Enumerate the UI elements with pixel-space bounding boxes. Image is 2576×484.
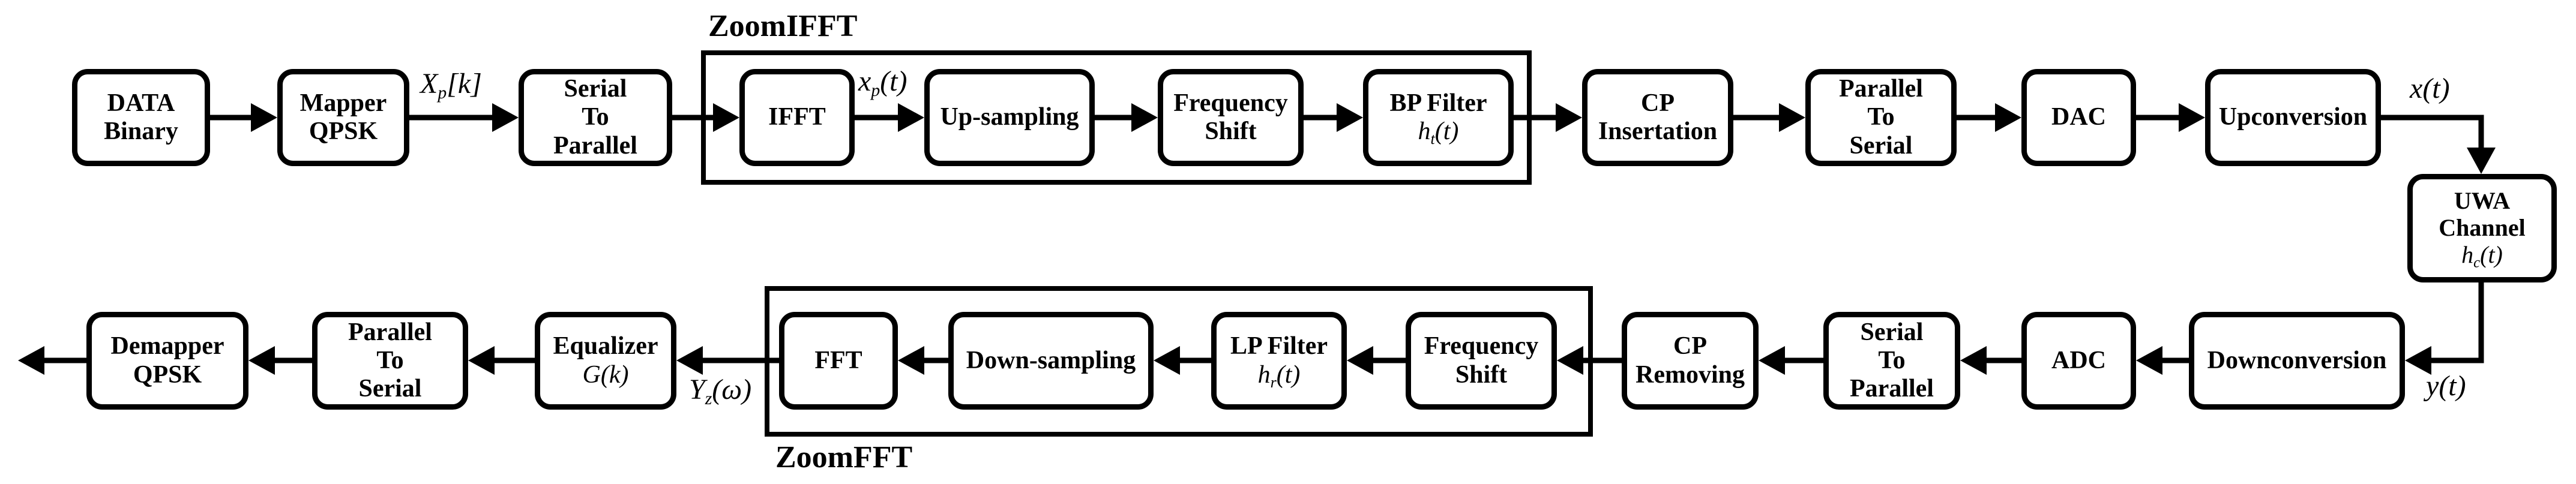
block-uwa-channel: UWA Channel hc(t) [2407,174,2557,282]
block-line: FFT [814,346,862,374]
block-line: Frequency [1173,89,1288,117]
block-line: Binary [104,118,178,145]
block-dac: DAC [2021,69,2136,166]
block-parallel-to-serial-tx: Parallel To Serial [1805,69,1957,166]
block-frequency-shift-rx: Frequency Shift [1406,312,1557,410]
block-line: QPSK [133,360,202,389]
arrow-mapper-to-s2p [409,103,519,132]
zoomifft-label: ZoomIFFT [708,9,858,43]
arrow-bpfilter-to-cpinsertation [1514,103,1582,132]
arrow-p2s-to-dac [1957,103,2021,132]
arrow-equalizer-to-p2s [468,346,535,375]
block-line: Parallel [1839,75,1923,103]
signal-xt-label: x(t) [2410,73,2450,104]
block-data-binary: DATA Binary [72,69,210,166]
signal-xpk-label: Xp[k] [420,68,482,103]
block-fft: FFT [779,312,898,410]
block-line: Upconversion [2218,103,2368,131]
arrow-downsampling-to-fft [898,346,948,375]
block-line: Down-sampling [966,346,1136,374]
block-line: Removing [1636,360,1745,389]
arrow-upsampling-to-freqshift [1095,103,1158,132]
arrow-ifft-to-upsampling [855,103,924,132]
block-frequency-shift-tx: Frequency Shift [1158,69,1304,166]
block-mapper-qpsk: Mapper QPSK [277,69,409,166]
block-line: UWA [2454,187,2511,215]
block-line: Parallel [1850,375,1934,403]
arrow-lpfilter-to-downsampling [1154,346,1211,375]
block-line: CP [1641,89,1675,117]
block-adc: ADC [2021,312,2136,410]
block-line: Shift [1205,118,1257,145]
arrow-p2s-to-demapper [248,346,312,375]
arrow-s2p-to-ifft [672,103,739,132]
signal-yt-label: y(t) [2426,370,2466,402]
block-line: To [582,103,609,131]
block-up-sampling: Up-sampling [924,69,1095,166]
block-line: To [1878,346,1906,374]
block-serial-to-parallel-tx: Serial To Parallel [519,69,672,166]
block-line: Serial [564,75,627,103]
block-line: Downconversion [2207,346,2387,374]
arrow-freqshift-to-bpfilter [1304,103,1363,132]
signal-yzw-label: Yz(ω) [689,374,752,408]
block-lp-filter: LP Filter hr(t) [1211,312,1347,410]
math-expression: hr(t) [1257,360,1301,391]
block-line: Serial [358,375,422,403]
block-line: To [1867,103,1895,131]
block-line: CP [1673,332,1707,360]
math-expression: hc(t) [2461,241,2503,271]
arrow-adc-to-s2p [1960,346,2021,375]
block-parallel-to-serial-rx: Parallel To Serial [312,312,468,410]
block-line: BP Filter [1389,89,1487,117]
block-line: Serial [1860,318,1924,346]
block-line: Channel [2439,214,2526,242]
block-ifft: IFFT [739,69,855,166]
signal-xpt-label: xp(t) [858,65,907,100]
block-downconversion: Downconversion [2189,312,2405,410]
arrow-demapper-output [18,346,86,375]
math-expression: ht(t) [1418,118,1459,148]
block-line: Parallel [348,318,432,346]
block-line: ADC [2051,346,2106,374]
block-line: To [376,346,404,374]
block-down-sampling: Down-sampling [948,312,1154,410]
block-upconversion: Upconversion [2205,69,2381,166]
block-line: DATA [107,89,175,117]
block-bp-filter: BP Filter ht(t) [1363,69,1514,166]
block-line: Shift [1455,360,1508,389]
block-line: Frequency [1424,332,1539,360]
block-line: LP Filter [1230,332,1328,360]
block-serial-to-parallel-rx: Serial To Parallel [1823,312,1960,410]
block-line: IFFT [768,103,826,131]
zoomifft-group-box [701,50,1532,185]
zoomfft-group-box [765,286,1593,437]
arrow-uwa-to-downconversion [2405,282,2484,375]
arrow-fft-to-equalizer [676,346,779,375]
arrow-dac-to-upconversion [2136,103,2205,132]
arrow-downconversion-to-adc [2136,346,2189,375]
arrow-freqshift-to-lpfilter [1347,346,1406,375]
arrow-cpinsertation-to-p2s [1733,103,1805,132]
block-demapper-qpsk: Demapper QPSK [86,312,248,410]
block-cp-insertation: CP Insertation [1582,69,1733,166]
arrow-data-to-mapper [210,103,277,132]
block-line: Up-sampling [940,103,1079,131]
block-line: QPSK [308,118,378,145]
block-cp-removing: CP Removing [1622,312,1759,410]
arrow-upconversion-to-uwa [2381,115,2496,174]
block-equalizer: Equalizer G(k) [535,312,676,410]
block-line: Demapper [110,332,224,360]
block-line: Mapper [299,89,387,117]
block-line: Insertation [1598,118,1718,145]
math-expression: G(k) [582,360,629,389]
block-line: Serial [1849,131,1913,160]
block-line: DAC [2051,103,2106,131]
zoomfft-label: ZoomFFT [775,440,913,474]
arrow-s2p-to-cpremoving [1759,346,1823,375]
block-line: Parallel [553,131,637,160]
block-line: Equalizer [553,332,658,360]
